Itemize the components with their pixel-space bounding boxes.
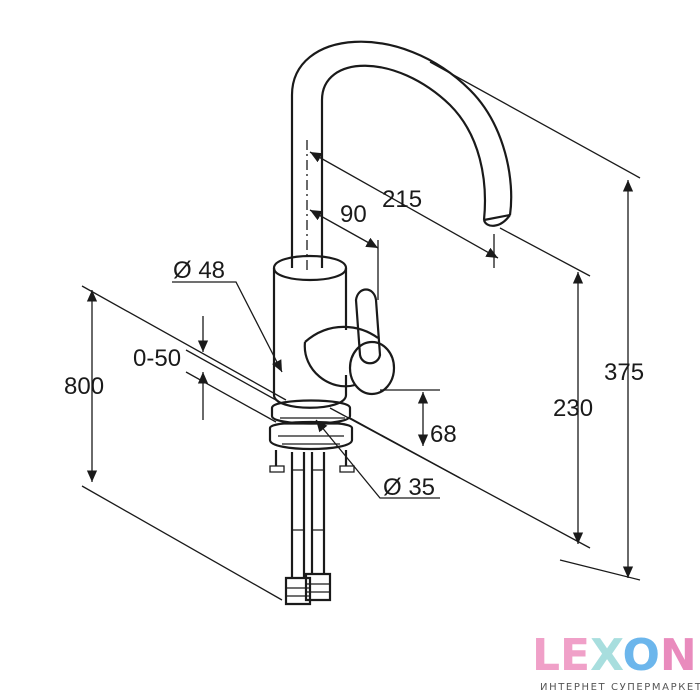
logo-tagline: ИНТЕРНЕТ СУПЕРМАРКЕТ <box>540 682 700 693</box>
label-230: 230 <box>553 395 593 422</box>
label-diameter-48: Ø 48 <box>173 257 225 284</box>
label-215: 215 <box>382 186 422 213</box>
svg-text:LEXON: LEXON <box>532 630 697 681</box>
dimension-lines <box>81 61 641 601</box>
label-800: 800 <box>64 373 104 400</box>
label-68: 68 <box>430 421 457 448</box>
logo-letter-n: N <box>660 630 697 681</box>
lexon-logo: LEXON ИНТЕРНЕТ СУПЕРМАРКЕТ <box>532 630 700 693</box>
label-375: 375 <box>604 359 644 386</box>
logo-letter-o: O <box>622 630 659 681</box>
label-90: 90 <box>340 201 367 228</box>
logo-letter-l: L <box>532 630 560 681</box>
logo-letter-x: X <box>590 630 624 681</box>
label-0-50: 0-50 <box>133 345 181 372</box>
logo-letter-e: E <box>560 630 590 681</box>
faucet-outline <box>268 40 513 606</box>
label-diameter-35: Ø 35 <box>383 474 435 501</box>
